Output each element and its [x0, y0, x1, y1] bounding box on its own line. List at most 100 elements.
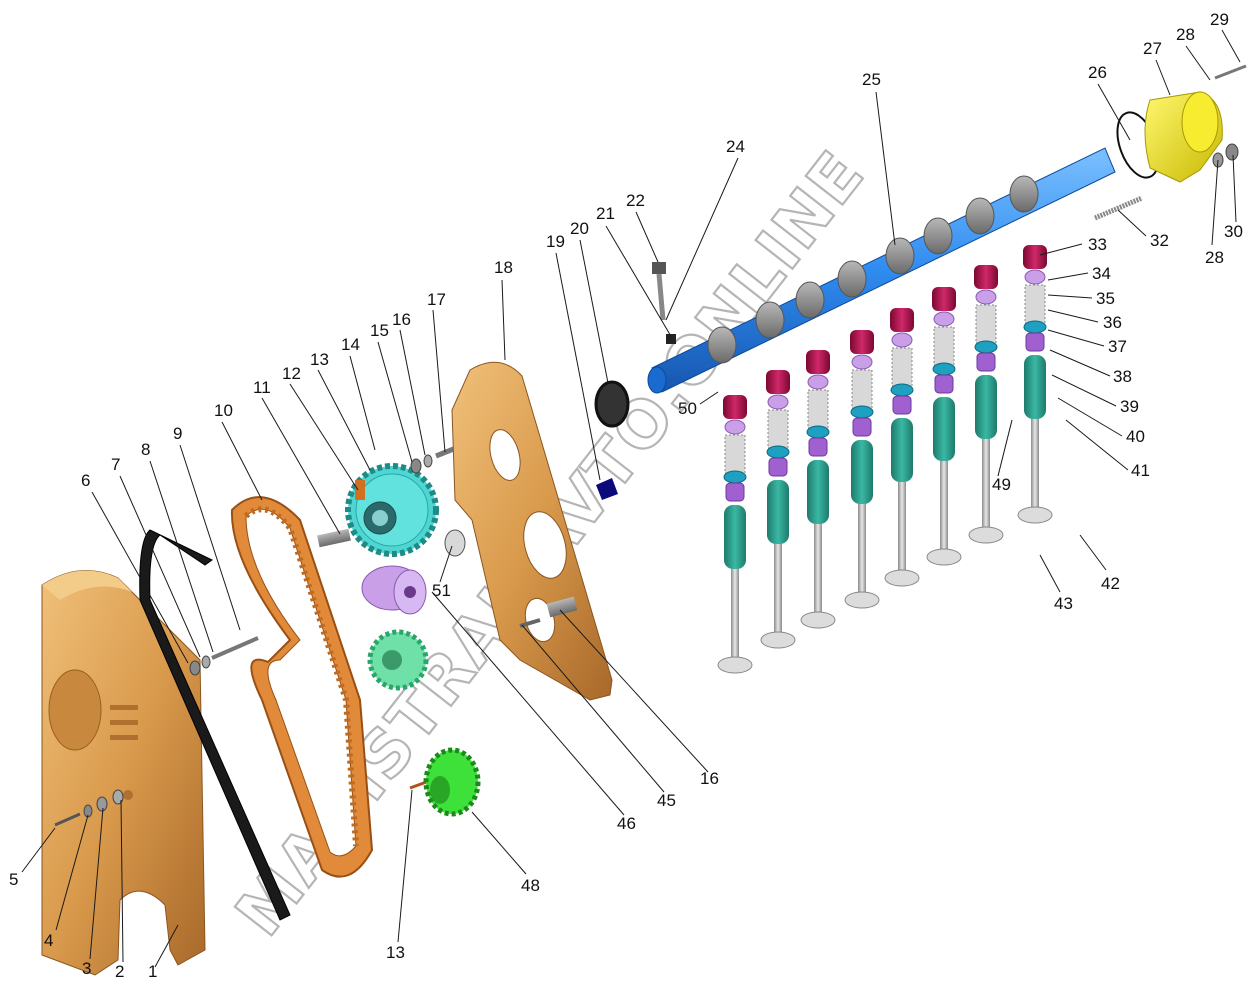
cam-lobe	[707, 326, 737, 364]
callout-27: 27	[1143, 39, 1162, 58]
retainer-top	[851, 354, 873, 370]
retainer-top	[724, 419, 746, 435]
callout-30: 30	[1224, 222, 1243, 241]
callout-13-top: 13	[310, 350, 329, 369]
valve-spring	[851, 369, 873, 409]
callout-21: 21	[596, 204, 615, 223]
leader-line	[605, 225, 673, 339]
leader-line	[1047, 294, 1093, 299]
callout-6: 6	[81, 471, 90, 490]
valve-retainer	[892, 395, 912, 415]
callout-41: 41	[1131, 461, 1150, 480]
valve-spring	[767, 409, 789, 449]
leader-line	[1155, 59, 1171, 96]
part-mint-gear	[367, 629, 429, 691]
valve-stem	[1031, 419, 1039, 509]
valve-head	[717, 656, 753, 674]
valve-guide	[807, 460, 829, 524]
callout-34: 34	[1092, 264, 1111, 283]
valve-spring	[975, 304, 997, 344]
leader-line	[439, 545, 453, 583]
tappet	[932, 287, 956, 311]
retainer-top	[933, 311, 955, 327]
leader-line	[120, 799, 124, 963]
valve-spring	[891, 347, 913, 387]
leader-line	[317, 369, 371, 471]
leader-line	[1039, 554, 1061, 593]
leader-line	[1185, 45, 1211, 81]
spring-seat	[974, 340, 998, 354]
callout-46: 46	[617, 814, 636, 833]
callout-2: 2	[115, 962, 124, 981]
retainer-top	[891, 332, 913, 348]
retainer-top	[807, 374, 829, 390]
spring-seat	[932, 362, 956, 376]
valve-head	[844, 591, 880, 609]
cam-lobe	[837, 260, 867, 298]
callout-12: 12	[282, 364, 301, 383]
part-pin-29	[1214, 64, 1247, 80]
callout-labels: 1 2 3 4 5 6 7 8 9 10 11 12 13 13 14 15 1…	[9, 10, 1243, 981]
part-housing-27	[1144, 91, 1223, 183]
callout-29: 29	[1210, 10, 1229, 29]
leader-line	[179, 444, 241, 631]
callout-28-bottom: 28	[1205, 248, 1224, 267]
valve-stack	[760, 370, 796, 649]
cam-lobe	[755, 301, 785, 339]
cam-lobe	[1009, 175, 1039, 213]
part-cam-gear-assembly	[317, 433, 487, 557]
retainer-top	[975, 289, 997, 305]
cam-lobe	[795, 281, 825, 319]
callout-19: 19	[546, 232, 565, 251]
tappet	[806, 350, 830, 374]
leader-line	[559, 609, 709, 773]
callout-13-bottom: 13	[386, 943, 405, 962]
leader-line	[1117, 209, 1147, 237]
valve-guide	[933, 397, 955, 461]
leader-line	[1079, 534, 1107, 571]
cam-lobe	[965, 197, 995, 235]
leader-line	[91, 491, 189, 664]
valve-head	[760, 631, 796, 649]
valve-stack	[926, 287, 962, 566]
leader-line	[1047, 309, 1099, 323]
valve-head	[968, 526, 1004, 544]
tappet	[850, 330, 874, 354]
valve-stem	[774, 544, 782, 634]
callout-25: 25	[862, 70, 881, 89]
valve-spring	[1024, 284, 1046, 324]
retainer-top	[1024, 269, 1046, 285]
callout-28-top: 28	[1176, 25, 1195, 44]
leader-line	[221, 421, 263, 501]
retainer-top	[767, 394, 789, 410]
callout-16-bottom: 16	[700, 769, 719, 788]
part-navy-plug	[596, 478, 618, 500]
valve-stack	[844, 330, 880, 609]
part-timing-belt	[230, 496, 374, 878]
valve-retainer	[808, 437, 828, 457]
part-green-gear	[409, 747, 481, 817]
part-idler-pulley	[361, 565, 427, 615]
cam-lobe	[885, 237, 915, 275]
callout-1: 1	[148, 962, 157, 981]
callout-37: 37	[1108, 337, 1127, 356]
valve-guide	[851, 440, 873, 504]
leader-line	[261, 397, 341, 535]
tappet	[974, 265, 998, 289]
callout-39: 39	[1120, 397, 1139, 416]
leader-line	[377, 341, 413, 463]
tappet	[890, 308, 914, 332]
callout-43: 43	[1054, 594, 1073, 613]
leader-line	[1211, 159, 1219, 246]
valve-stack	[884, 308, 920, 587]
leader-line	[21, 827, 56, 873]
leader-line	[55, 814, 89, 931]
callout-40: 40	[1126, 427, 1145, 446]
valve-retainer	[725, 482, 745, 502]
leader-line	[1232, 154, 1237, 223]
valve-spring	[933, 326, 955, 366]
valve-stack	[1017, 245, 1053, 524]
valve-spring	[724, 434, 746, 474]
part-front-cover	[41, 569, 206, 976]
